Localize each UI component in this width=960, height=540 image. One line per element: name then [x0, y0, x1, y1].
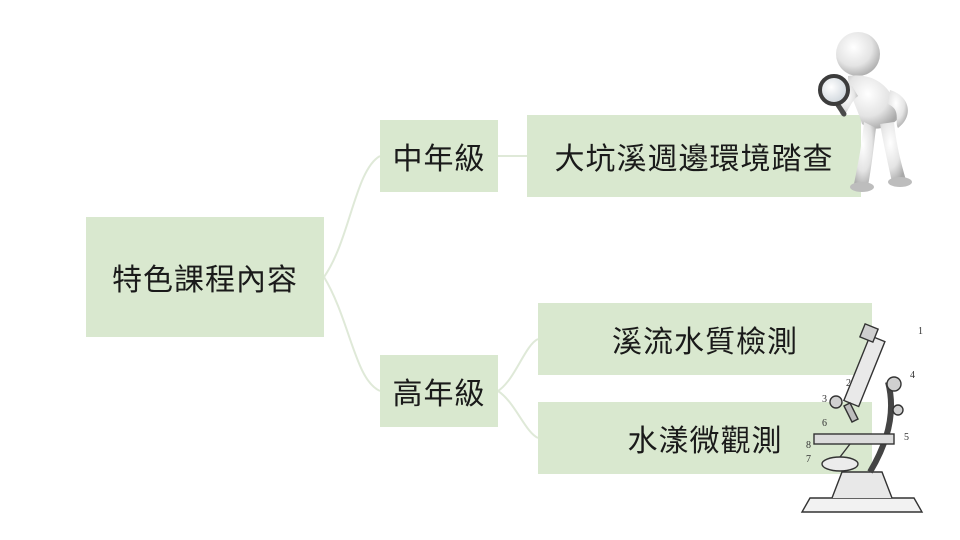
connector-root-mid: [323, 155, 381, 278]
microscope-label-2: 2: [846, 378, 851, 389]
microscope-label-8: 8: [806, 440, 811, 451]
microscope-label-5: 5: [904, 432, 909, 443]
connector-high-a: [497, 338, 539, 392]
leaf-label-environment-survey: 大坑溪週邊環境踏查: [554, 142, 834, 177]
branch-node-mid-grade: 中年級: [380, 120, 498, 192]
branch-label-mid-grade: 中年級: [392, 142, 486, 177]
branch-label-high-grade: 高年級: [392, 377, 486, 412]
microscope-label-6: 6: [822, 418, 827, 429]
microscope-icon: 1 2 3 4 5 6 7 8: [800, 322, 924, 513]
leaf-label-water-quality: 溪流水質檢測: [612, 325, 798, 360]
microscope-label-1: 1: [918, 326, 923, 337]
leaf-node-water-quality: 溪流水質檢測: [538, 303, 872, 375]
microscope-label-3: 3: [822, 394, 827, 405]
connector-root-high: [323, 276, 381, 392]
leaf-label-micro-observation: 水漾微觀測: [627, 424, 783, 459]
figure-with-magnifier-icon: [818, 32, 912, 192]
branch-node-high-grade: 高年級: [380, 355, 498, 427]
connector-high-b: [497, 390, 539, 439]
microscope-label-4: 4: [910, 370, 915, 381]
root-label: 特色課程內容: [112, 263, 298, 298]
root-node: 特色課程內容: [86, 217, 324, 337]
microscope-label-7: 7: [806, 454, 811, 465]
leaf-node-environment-survey: 大坑溪週邊環境踏查: [527, 115, 861, 197]
